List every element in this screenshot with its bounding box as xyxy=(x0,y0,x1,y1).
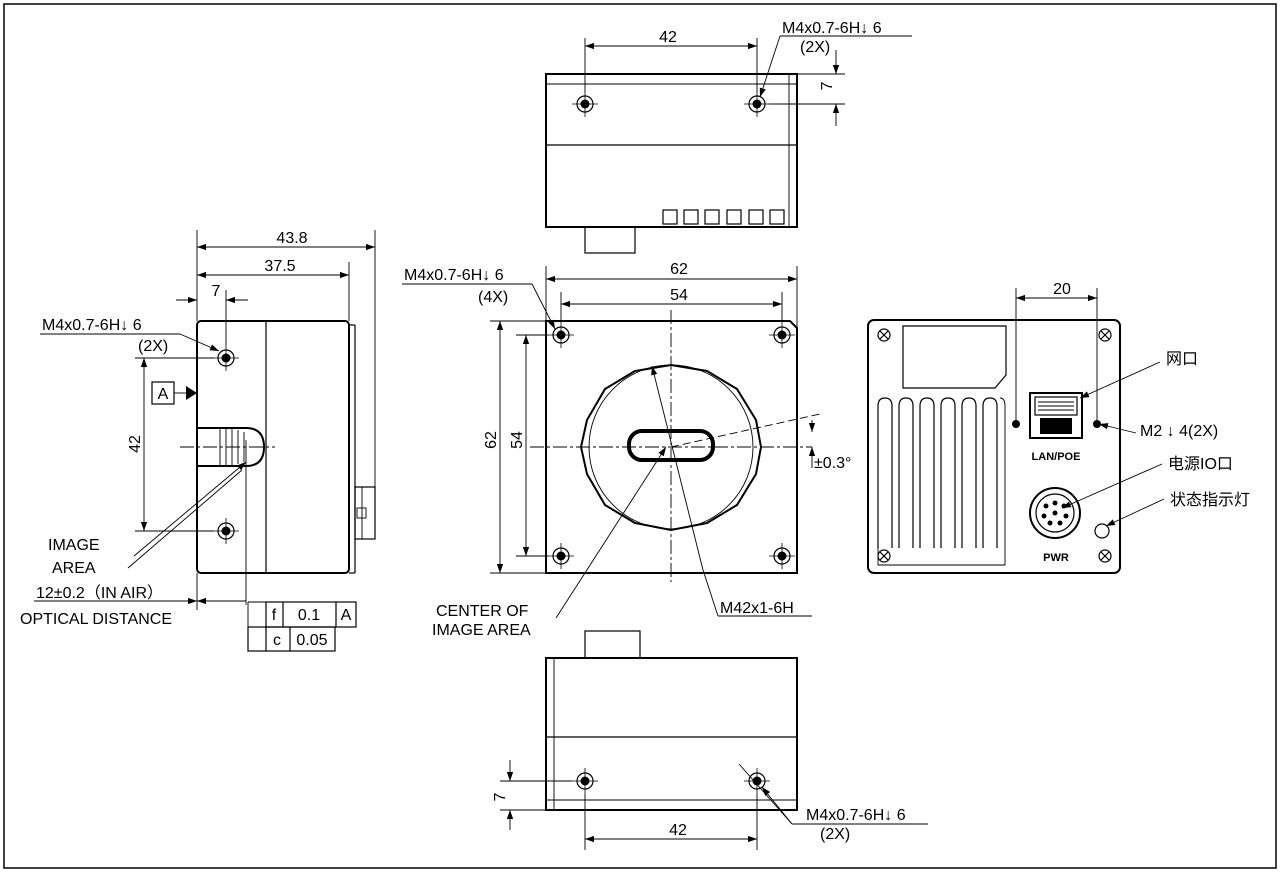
top-view-connector xyxy=(584,226,636,254)
bottom-view-body xyxy=(545,657,798,811)
optical-distance-value: 12±0.2（IN AIR） xyxy=(36,584,163,602)
side-view-lens-mount xyxy=(197,427,266,467)
front-angle-tolerance: ±0.3° xyxy=(814,455,851,472)
front-view-hole-tl xyxy=(547,321,575,349)
side-view-rear-connector xyxy=(354,486,376,540)
front-dim-height: 62 xyxy=(483,431,500,449)
side-view-hole-top xyxy=(212,344,240,372)
top-view-ports xyxy=(662,209,785,225)
top-dim-hole-spacing: 42 xyxy=(659,29,677,46)
back-view-status-led xyxy=(1094,523,1110,539)
front-view-hole-bl xyxy=(547,542,575,570)
label-power-io: 电源IO口 xyxy=(1168,455,1233,473)
lan-port-text: LAN/POE xyxy=(1032,451,1081,463)
optical-distance-label: OPTICAL DISTANCE xyxy=(20,611,172,628)
side-callout-thread: M4x0.7-6H↓ 6 xyxy=(42,317,142,334)
image-area-label-line1: IMAGE xyxy=(48,537,100,554)
top-view-body xyxy=(545,73,798,228)
label-screw: M2 ↓ 4(2X) xyxy=(1140,423,1218,440)
back-view-screw-tl xyxy=(877,328,891,342)
tolerance-row1-symbol: f xyxy=(272,607,277,624)
top-view-hole-right xyxy=(743,90,771,118)
back-view-screw-bl xyxy=(877,549,891,563)
drawing-frame xyxy=(3,3,1277,869)
label-network-port: 网口 xyxy=(1166,351,1198,368)
center-label-line1: CENTER OF xyxy=(436,603,529,620)
bottom-view-connector xyxy=(584,630,641,659)
back-dim-port-spacing: 20 xyxy=(1053,281,1071,298)
front-view-hole-tr xyxy=(768,321,796,349)
tolerance-row2-symbol: c xyxy=(273,632,281,649)
side-dim-hole-spacing: 42 xyxy=(127,435,144,453)
back-view-screw-br xyxy=(1098,549,1112,563)
bottom-callout-qty: (2X) xyxy=(820,826,850,843)
front-lens-mount-label: M42x1-6H xyxy=(720,600,794,617)
front-view-body xyxy=(545,320,798,574)
front-dim-width: 62 xyxy=(670,261,688,278)
bottom-view: 7 42 M4x0.7-6H↓ 6 (2X) xyxy=(492,630,928,850)
back-view-label-area xyxy=(902,325,1007,389)
front-dim-hole-spacing-h: 54 xyxy=(670,287,688,304)
side-callout-qty: (2X) xyxy=(138,338,168,355)
top-view: 42 7 M4x0.7-6H↓ 6 (2X) xyxy=(545,20,912,254)
tolerance-row1-value: 0.1 xyxy=(298,607,320,624)
side-dim-total-length: 43.8 xyxy=(276,230,307,247)
front-callout-thread: M4x0.7-6H↓ 6 xyxy=(404,267,504,284)
top-callout-qty: (2X) xyxy=(800,39,830,56)
front-view-hole-br xyxy=(768,542,796,570)
back-view-screw-tr xyxy=(1098,328,1112,342)
tolerance-table: f 0.1 A c 0.05 xyxy=(247,601,357,652)
tolerance-row1-datum: A xyxy=(341,607,352,624)
top-view-hole-left xyxy=(571,90,599,118)
back-view-heatsink-fins xyxy=(877,397,1006,566)
back-view-lan-port: LAN/POE xyxy=(1029,392,1083,463)
side-dim-hole-offset: 7 xyxy=(212,283,221,300)
tolerance-row2-value: 0.05 xyxy=(296,632,327,649)
bottom-view-hole-right xyxy=(743,767,771,795)
side-dim-body-length: 37.5 xyxy=(264,258,295,275)
back-view: LAN/POE PWR 20 网口 M2 ↓ 4(2X) xyxy=(867,281,1250,574)
bottom-view-hole-left xyxy=(571,767,599,795)
side-view: 43.8 37.5 7 42 M4x0.7-6H↓ 6 (2X) A IMAGE… xyxy=(20,230,376,652)
top-callout-thread: M4x0.7-6H↓ 6 xyxy=(782,20,882,37)
front-dim-hole-spacing-v: 54 xyxy=(509,431,526,449)
top-dim-hole-offset: 7 xyxy=(819,81,836,90)
bottom-dim-hole-spacing: 42 xyxy=(669,822,687,839)
datum-a: A xyxy=(158,386,169,403)
side-view-hole-bottom xyxy=(212,517,240,545)
back-view-body xyxy=(867,319,1121,574)
label-status-led: 状态指示灯 xyxy=(1170,491,1250,509)
center-label-line2: IMAGE AREA xyxy=(432,622,531,639)
front-callout-qty: (4X) xyxy=(478,289,508,306)
image-area-label-line2: AREA xyxy=(52,560,96,577)
bottom-callout-thread: M4x0.7-6H↓ 6 xyxy=(806,807,906,824)
bottom-dim-hole-offset: 7 xyxy=(492,792,509,801)
front-view: ±0.3° M42x1-6H CENTER OF IMAGE AREA 62 5… xyxy=(402,261,851,639)
back-view-power-io-port: PWR xyxy=(1029,487,1081,564)
pwr-port-text: PWR xyxy=(1043,552,1069,564)
